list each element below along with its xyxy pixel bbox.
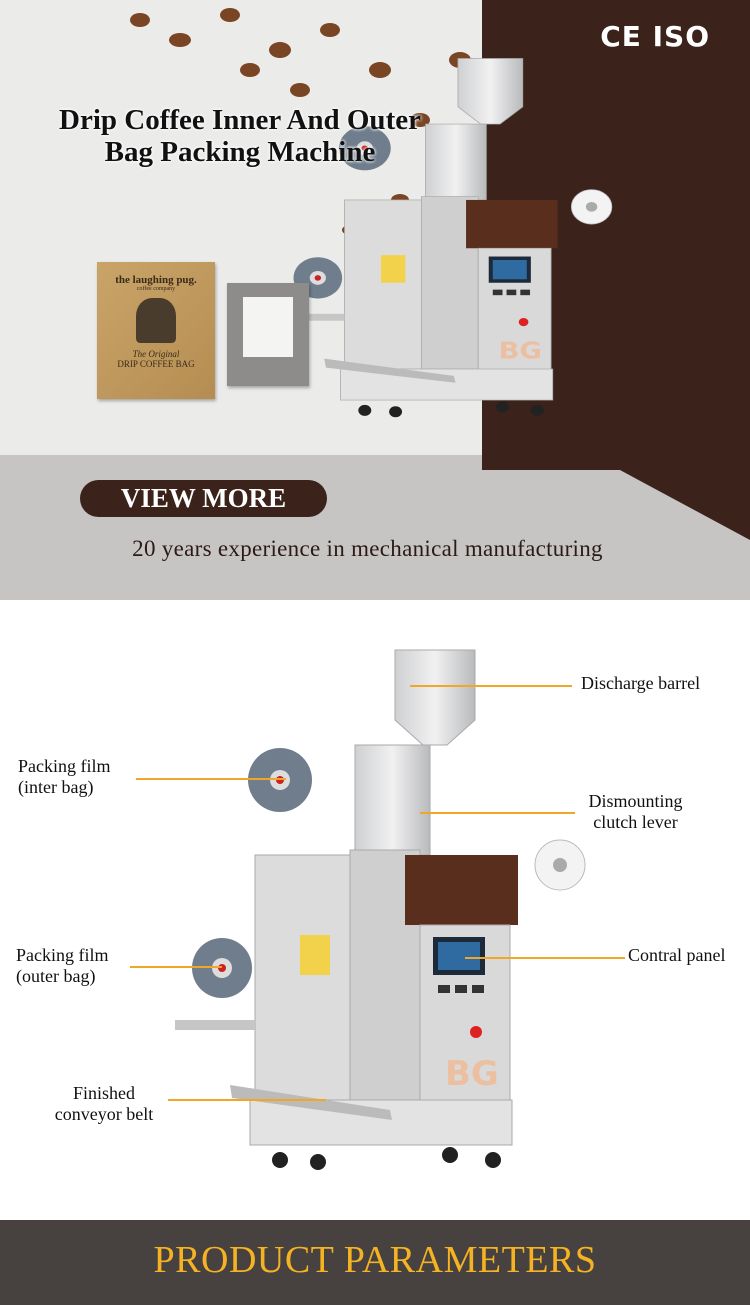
bag-product: DRIP COFFEE BAG bbox=[117, 359, 195, 369]
drip-coffee-outer-bag: the laughing pug. coffee company The Ori… bbox=[97, 262, 215, 399]
section-header: PRODUCT PARAMETERS bbox=[0, 1220, 750, 1305]
label-discharge-barrel: Discharge barrel bbox=[581, 673, 701, 693]
callout-line bbox=[136, 778, 286, 780]
label-outer-film: Packing film(outer bag) bbox=[16, 945, 109, 986]
hero-background bbox=[0, 0, 750, 600]
callout-line bbox=[410, 685, 572, 687]
certifications: CE ISO bbox=[600, 20, 710, 53]
callout-line bbox=[168, 1099, 326, 1101]
view-more-button[interactable]: VIEW MORE bbox=[80, 480, 327, 517]
label-inner-film: Packing film(inter bag) bbox=[18, 756, 111, 797]
title-line-2: Bag Packing Machine bbox=[104, 136, 376, 168]
pug-logo-icon bbox=[136, 298, 176, 343]
label-control-panel: Contral panel bbox=[628, 945, 726, 965]
callout-line bbox=[130, 966, 222, 968]
machine-diagram-image bbox=[174, 649, 586, 1171]
callout-line bbox=[465, 957, 625, 959]
tagline: 20 years experience in mechanical manufa… bbox=[132, 536, 603, 561]
drip-coffee-inner-bag bbox=[227, 283, 309, 386]
page-title: Drip Coffee Inner And Outer Bag Packing … bbox=[20, 104, 460, 168]
bag-script: The Original bbox=[132, 349, 180, 359]
title-line-1: Drip Coffee Inner And Outer bbox=[59, 104, 421, 136]
hero-banner: CE ISO Drip Coffee Inner And Outer Bag P… bbox=[0, 0, 750, 600]
callout-line bbox=[420, 812, 575, 814]
section-title: PRODUCT PARAMETERS bbox=[153, 1239, 597, 1281]
bag-brand: the laughing pug. bbox=[115, 274, 197, 286]
bag-sub: coffee company bbox=[136, 286, 176, 292]
